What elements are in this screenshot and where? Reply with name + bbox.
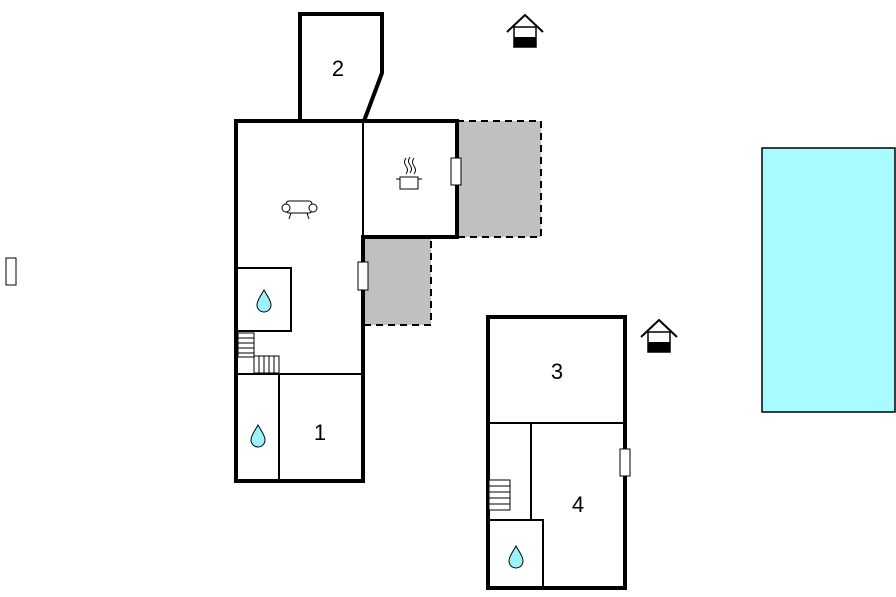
room-2-label: 2: [332, 56, 344, 81]
secondary-building: 3 4: [486, 315, 631, 590]
door-icon: [619, 448, 631, 477]
water-drop-icon: [250, 423, 266, 448]
water-drop-icon: [508, 544, 524, 569]
terrace-east: [456, 120, 542, 238]
main-building: 2 1: [234, 12, 462, 483]
bathroom-upper: [236, 267, 292, 332]
stairs-icon: [488, 479, 511, 511]
door-icon: [5, 257, 17, 286]
room-1-label: 1: [314, 420, 326, 445]
stairs-icon: [237, 332, 280, 374]
house-icon: [506, 13, 544, 48]
room-4-label: 4: [572, 492, 584, 517]
main-outer-walls: [234, 119, 459, 483]
door-icon: [357, 261, 369, 291]
room-2-walls: [298, 12, 384, 122]
sofa-icon: [281, 200, 318, 220]
secondary-outer-walls: [486, 315, 627, 590]
door-icon: [450, 157, 462, 186]
water-drop-icon: [256, 288, 272, 313]
house-icon: [640, 318, 678, 353]
terrace-south: [362, 236, 432, 326]
cooking-pot-icon: [396, 156, 422, 190]
swimming-pool: [761, 147, 896, 413]
room-3-label: 3: [551, 359, 563, 384]
